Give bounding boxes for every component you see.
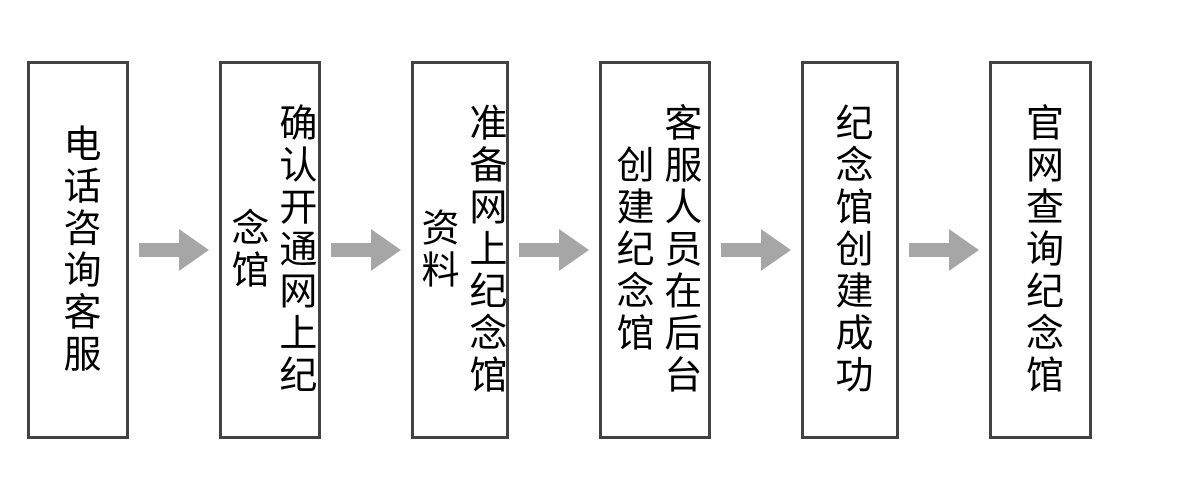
right-block-arrow-icon: [331, 229, 401, 271]
flow-node-label: 官网查询纪念馆: [1019, 103, 1064, 397]
right-block-arrow-icon: [721, 229, 791, 271]
right-block-arrow-icon: [909, 229, 979, 271]
flow-node-query-official-site[interactable]: 官网查询纪念馆: [989, 61, 1092, 439]
flow-node-label: 客服人员在后台 创建纪念馆: [607, 103, 703, 397]
flow-node-label: 确认开通网上纪念馆: [225, 103, 317, 397]
flow-node-prepare-materials[interactable]: 准备网上纪念馆资料: [411, 61, 509, 439]
flow-node-phone-consult[interactable]: 电话咨询客服: [27, 61, 129, 439]
flow-node-label-col-2: 创建纪念馆: [610, 145, 654, 355]
flow-node-label: 准备网上纪念馆资料: [415, 103, 507, 397]
flow-node-confirm-open[interactable]: 确认开通网上纪念馆: [219, 61, 321, 439]
right-block-arrow-icon: [139, 229, 209, 271]
flow-node-label: 纪念馆创建成功: [828, 103, 873, 397]
right-block-arrow-icon: [519, 229, 589, 271]
flow-node-create-success[interactable]: 纪念馆创建成功: [801, 61, 899, 439]
flow-node-staff-create[interactable]: 客服人员在后台 创建纪念馆: [599, 61, 711, 439]
flow-node-label: 电话咨询客服: [56, 124, 101, 376]
flow-node-label-col-1: 客服人员在后台: [657, 103, 702, 397]
